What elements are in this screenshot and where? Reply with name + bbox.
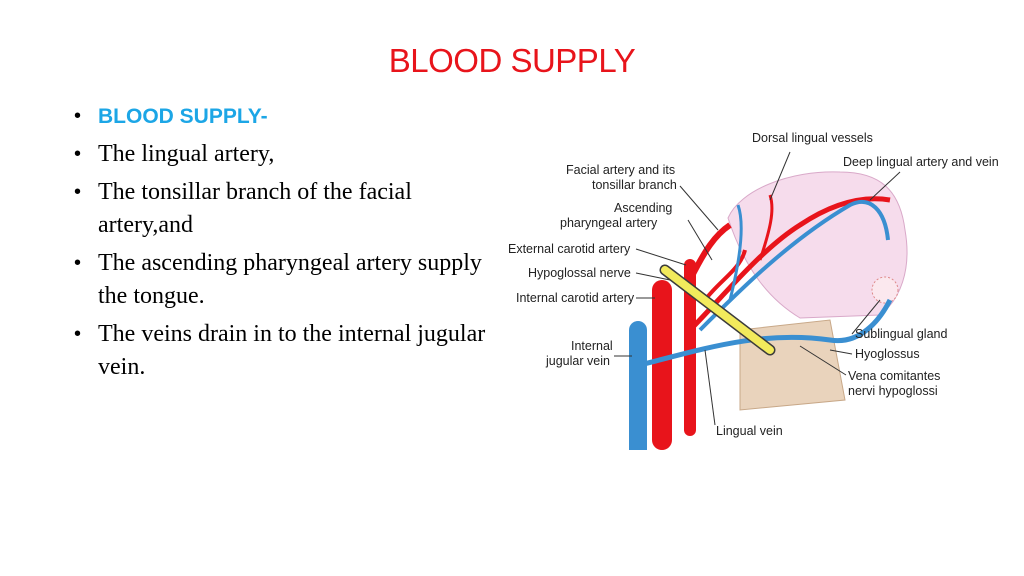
bullet-heading-text: BLOOD SUPPLY- [98, 105, 268, 128]
label-facial-line1: Facial artery and its [566, 163, 675, 177]
label-external-carotid: External carotid artery [508, 242, 631, 256]
bullet-dot: • [74, 181, 82, 203]
label-internal-carotid: Internal carotid artery [516, 291, 635, 305]
dorsal-lingual-vein [728, 204, 743, 301]
leader-line [704, 349, 716, 426]
bullet-dot: • [74, 143, 82, 165]
bullet-item: • The lingual artery, [74, 138, 494, 171]
tongue-blood-supply-diagram: Dorsal lingual vessels Deep lingual arte… [508, 131, 999, 450]
bullet-item: • The veins drain in to the internal jugu… [74, 318, 494, 384]
label-hyoglossus: Hyoglossus [855, 347, 920, 361]
bullet-text: The veins drain in to the internal jugul… [98, 321, 486, 380]
lingual-vein [639, 298, 893, 368]
ascending-pharyngeal-artery [703, 249, 747, 302]
label-vena-line2: nervi hypoglossi [848, 384, 938, 398]
leader-line [635, 248, 687, 266]
label-sublingual-gland: Sublingual gland [855, 327, 947, 341]
leader-line [851, 299, 881, 335]
facial-artery [687, 222, 732, 282]
bullet-dot: • [74, 323, 82, 345]
bullet-text: The lingual artery, [98, 141, 275, 167]
label-facial-line2: tonsillar branch [592, 178, 677, 192]
leader-line [869, 171, 901, 201]
bullet-dot: • [74, 105, 82, 127]
label-internal-jugular-line1: Internal [571, 339, 613, 353]
leader-line [829, 349, 853, 355]
label-ascending-line2: pharyngeal artery [560, 216, 658, 230]
bullet-dot: • [74, 252, 82, 274]
leader-line [799, 345, 847, 376]
dorsal-lingual-artery [758, 194, 774, 261]
slide-title: BLOOD SUPPLY [388, 42, 636, 79]
leader-line [687, 219, 713, 261]
bullet-item: • The ascending pharyngeal artery supply … [74, 247, 494, 313]
label-lingual-vein: Lingual vein [716, 424, 783, 438]
leader-line [769, 151, 791, 201]
label-vena-line1: Vena comitantes [848, 369, 940, 383]
bullet-heading: • BLOOD SUPPLY- [74, 100, 494, 133]
bullet-text: The ascending pharyngeal artery supply t… [98, 250, 482, 309]
bullet-text: The tonsillar branch of the facial arter… [98, 179, 412, 238]
hypoglossal-nerve-fill [661, 266, 774, 354]
leader-line [635, 272, 671, 281]
label-dorsal-lingual: Dorsal lingual vessels [752, 131, 873, 145]
leader-line [679, 185, 719, 231]
label-deep-lingual: Deep lingual artery and vein [843, 155, 999, 169]
label-hypoglossal: Hypoglossal nerve [528, 266, 631, 280]
sublingual-gland [871, 276, 899, 304]
label-internal-jugular-line2: jugular vein [545, 354, 610, 368]
label-ascending-line1: Ascending [614, 201, 672, 215]
bullet-item: • The tonsillar branch of the facial arte… [74, 176, 494, 242]
bullet-list: • BLOOD SUPPLY- • The lingual artery, • The… [74, 100, 494, 389]
